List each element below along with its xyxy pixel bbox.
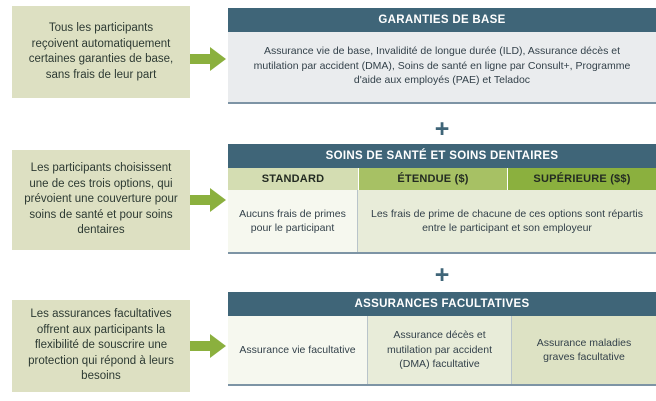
note-box-soins-de-sante: Les participants choisissent une de ces … (12, 150, 190, 250)
cell-assurance-dma-facultative: Assurance décès et mutilation par accide… (368, 316, 512, 384)
note-box-garanties-de-base: Tous les participants reçoivent automati… (12, 6, 190, 98)
cell-row-assurances-facultatives: Assurance vie facultative Assurance décè… (228, 316, 656, 384)
note-text: Les participants choisissent une de ces … (24, 162, 178, 237)
right-arrow-icon-assurances-facultatives (188, 331, 228, 361)
panel-assurances-facultatives: ASSURANCES FACULTATIVES Assurance vie fa… (228, 292, 656, 386)
plus-separator-2: + (434, 261, 450, 289)
note-text: Les assurances facultatives offrent aux … (28, 308, 174, 383)
column-header-etendue: ÉTENDUE ($) (358, 168, 507, 190)
panel-title-soins-de-sante: SOINS DE SANTÉ ET SOINS DENTAIRES (228, 144, 656, 168)
right-arrow-icon-soins-de-sante (188, 185, 228, 215)
panel-title-assurances-facultatives: ASSURANCES FACULTATIVES (228, 292, 656, 316)
note-box-assurances-facultatives: Les assurances facultatives offrent aux … (12, 300, 190, 392)
plus-separator-1: + (434, 115, 450, 143)
panel-soins-de-sante: SOINS DE SANTÉ ET SOINS DENTAIRES STANDA… (228, 144, 656, 254)
cell-assurance-vie-facultative: Assurance vie facultative (228, 316, 368, 384)
cell-etendue-superieure-cost: Les frais de prime de chacune de ces opt… (358, 190, 656, 252)
panel-body-garanties-de-base: Assurance vie de base, Invalidité de lon… (228, 32, 656, 102)
cell-assurance-maladies-graves-facultative: Assurance maladies graves facultative (512, 316, 656, 384)
column-header-row-soins-de-sante: STANDARD ÉTENDUE ($) SUPÉRIEURE ($$) (228, 168, 656, 190)
cell-standard-cost: Aucuns frais de primes pour le participa… (228, 190, 358, 252)
column-header-superieure: SUPÉRIEURE ($$) (507, 168, 656, 190)
column-header-standard: STANDARD (228, 168, 358, 190)
right-arrow-icon-garanties-de-base (188, 44, 228, 74)
note-text: Tous les participants reçoivent automati… (28, 22, 174, 81)
cell-row-soins-de-sante: Aucuns frais de primes pour le participa… (228, 190, 656, 252)
panel-garanties-de-base: GARANTIES DE BASE Assurance vie de base,… (228, 8, 656, 104)
panel-title-garanties-de-base: GARANTIES DE BASE (228, 8, 656, 32)
